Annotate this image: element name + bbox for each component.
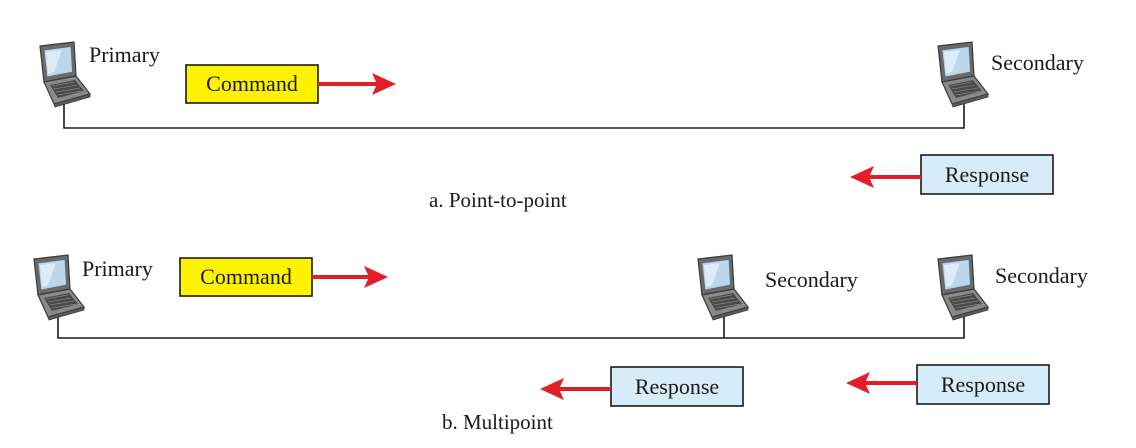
secondary-label-1: Secondary (765, 267, 858, 292)
link-line (63, 102, 965, 129)
response-frame-box (920, 154, 1054, 195)
secondary-laptop-icon-2 (937, 254, 989, 321)
primary-laptop-icon (39, 41, 91, 108)
command-frame-label: Command (200, 264, 292, 289)
secondary-label-2: Secondary (995, 263, 1088, 288)
command-frame-label: Command (206, 71, 298, 96)
command-frame-box (185, 64, 319, 104)
response-frame-box-1 (610, 366, 744, 407)
response-frame-label: Response (945, 162, 1029, 187)
link-line (57, 314, 965, 339)
command-frame-box (179, 257, 313, 297)
multipoint-diagram: Primary Secondary Secondary Command Resp… (33, 254, 1088, 434)
response-frame-label-2: Response (941, 372, 1025, 397)
response-frame-label-1: Response (635, 374, 719, 399)
point-to-point-diagram: Primary Secondary Command Response a. Po… (39, 41, 1084, 212)
caption-multipoint: b. Multipoint (442, 410, 553, 434)
secondary-laptop-icon-1 (697, 254, 749, 321)
secondary-label: Secondary (991, 50, 1084, 75)
primary-label: Primary (89, 42, 160, 67)
primary-laptop-icon (33, 254, 85, 321)
secondary-laptop-icon (937, 41, 989, 108)
response-arrow-1 (540, 378, 611, 400)
response-arrow-2 (846, 372, 917, 394)
response-arrow (850, 166, 921, 188)
command-arrow (318, 73, 396, 95)
primary-label: Primary (82, 256, 153, 281)
caption-point-to-point: a. Point-to-point (429, 188, 567, 212)
command-arrow (312, 266, 388, 288)
